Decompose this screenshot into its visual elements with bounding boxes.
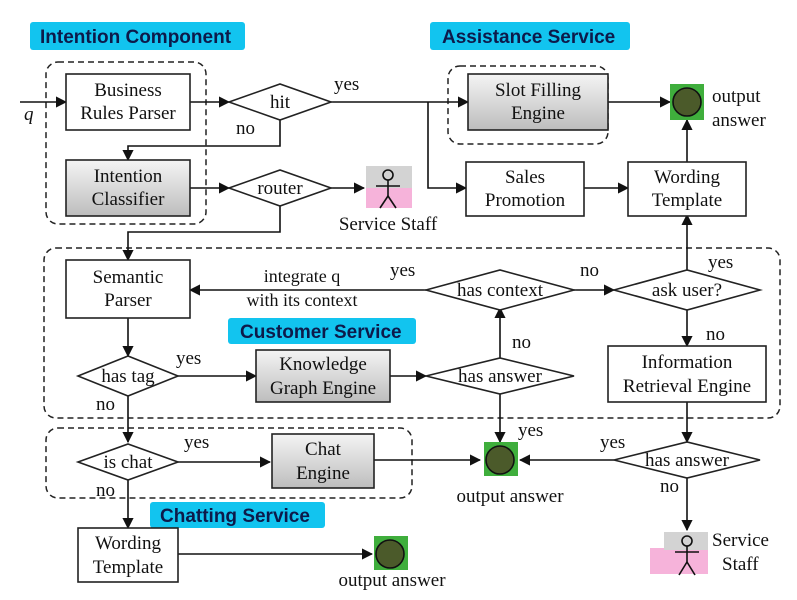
slot-filling-engine-box: Slot Filling Engine (467, 73, 609, 131)
svg-text:Slot Filling: Slot Filling (495, 80, 582, 101)
svg-text:Wording: Wording (654, 167, 721, 188)
sales-promotion-box: Sales Promotion (465, 161, 585, 217)
svg-text:Service: Service (712, 530, 769, 551)
section-customer-header: Customer Service (228, 318, 416, 344)
svg-text:Information: Information (642, 352, 733, 373)
svg-text:ask user?: ask user? (652, 280, 722, 301)
svg-text:yes: yes (334, 74, 359, 95)
chatting-group (45, 427, 413, 499)
business-rules-parser-box: Business Rules Parser (65, 73, 191, 131)
svg-text:no: no (512, 332, 531, 353)
svg-text:Engine: Engine (296, 463, 350, 484)
svg-text:Semantic: Semantic (93, 267, 164, 288)
svg-text:Template: Template (93, 557, 163, 578)
svg-text:Template: Template (652, 190, 722, 211)
svg-text:has answer: has answer (458, 366, 543, 387)
svg-text:no: no (660, 476, 679, 497)
output-answer-node-1: output answer (670, 84, 766, 131)
customer-group (43, 247, 781, 419)
svg-text:Business: Business (94, 80, 162, 101)
svg-text:yes: yes (184, 432, 209, 453)
svg-text:Wording: Wording (95, 533, 162, 554)
svg-text:Sales: Sales (505, 167, 545, 188)
svg-text:Staff: Staff (722, 554, 759, 575)
svg-text:is chat: is chat (103, 452, 153, 473)
edges (20, 96, 693, 560)
svg-text:no: no (706, 324, 725, 345)
svg-text:router: router (257, 178, 303, 199)
section-intention-header: Intention Component (30, 22, 245, 50)
has-answer-diamond-1: has answer (425, 357, 575, 395)
svg-text:output answer: output answer (456, 486, 564, 507)
header-text: Assistance Service (442, 27, 615, 48)
wording-template-box-1: Wording Template (627, 161, 747, 217)
svg-text:yes: yes (176, 348, 201, 369)
router-diamond: router (226, 169, 334, 207)
svg-text:yes: yes (708, 252, 733, 273)
svg-text:hit: hit (270, 92, 291, 113)
service-staff-node-1: Service Staff (339, 166, 438, 235)
has-answer-diamond-2: has answer (613, 441, 761, 479)
svg-text:no: no (96, 480, 115, 501)
header-text: Chatting Service (160, 506, 310, 527)
svg-text:yes: yes (518, 420, 543, 441)
svg-text:Engine: Engine (511, 103, 565, 124)
wording-template-box-2: Wording Template (77, 527, 179, 583)
knowledge-graph-engine-box: Knowledge Graph Engine (255, 349, 391, 403)
svg-text:no: no (580, 260, 599, 281)
is-chat-diamond: is chat (75, 443, 181, 481)
ask-user-diamond: ask user? (610, 269, 764, 311)
service-staff-node-2: Service Staff (650, 530, 769, 576)
svg-text:Intention: Intention (94, 166, 163, 187)
semantic-parser-box: Semantic Parser (65, 259, 191, 319)
chat-engine-box: Chat Engine (271, 433, 375, 489)
has-context-diamond: has context (422, 269, 578, 311)
svg-text:yes: yes (600, 432, 625, 453)
svg-text:Rules Parser: Rules Parser (80, 103, 176, 124)
svg-text:Retrieval Engine: Retrieval Engine (623, 376, 751, 397)
header-text: Customer Service (240, 322, 402, 343)
svg-text:has answer: has answer (645, 450, 730, 471)
svg-text:has context: has context (457, 280, 544, 301)
svg-text:yes: yes (390, 260, 415, 281)
svg-text:output answer: output answer (338, 570, 446, 591)
svg-text:Promotion: Promotion (485, 190, 566, 211)
intention-group (45, 61, 207, 225)
input-q: q (24, 104, 34, 125)
output-answer-node-2: output answer (456, 442, 564, 507)
intention-classifier-box: Intention Classifier (65, 159, 191, 217)
output-answer-node-3: output answer (338, 536, 446, 591)
svg-text:output: output (712, 86, 761, 107)
svg-text:Chat: Chat (305, 439, 342, 460)
header-text: Intention Component (40, 27, 232, 48)
hit-diamond: hit (226, 83, 334, 121)
section-chatting-header: Chatting Service (150, 502, 325, 528)
svg-text:Service Staff: Service Staff (339, 214, 438, 235)
svg-text:Knowledge: Knowledge (279, 354, 367, 375)
svg-text:Parser: Parser (104, 290, 152, 311)
information-retrieval-engine-box: Information Retrieval Engine (607, 345, 767, 403)
svg-text:with its context: with its context (247, 290, 358, 310)
svg-text:no: no (236, 118, 255, 139)
svg-text:answer: answer (712, 110, 766, 131)
integrate-context-label: integrate q with its context (247, 266, 358, 310)
svg-text:no: no (96, 394, 115, 415)
svg-text:Graph Engine: Graph Engine (270, 378, 376, 399)
section-assistance-header: Assistance Service (430, 22, 630, 50)
svg-text:Classifier: Classifier (92, 189, 165, 210)
edge-labels: yes no yes no yes no no yes no yes yes y… (96, 74, 733, 501)
has-tag-diamond: has tag (75, 355, 181, 397)
svg-text:integrate q: integrate q (264, 266, 340, 286)
svg-text:has tag: has tag (101, 366, 155, 387)
